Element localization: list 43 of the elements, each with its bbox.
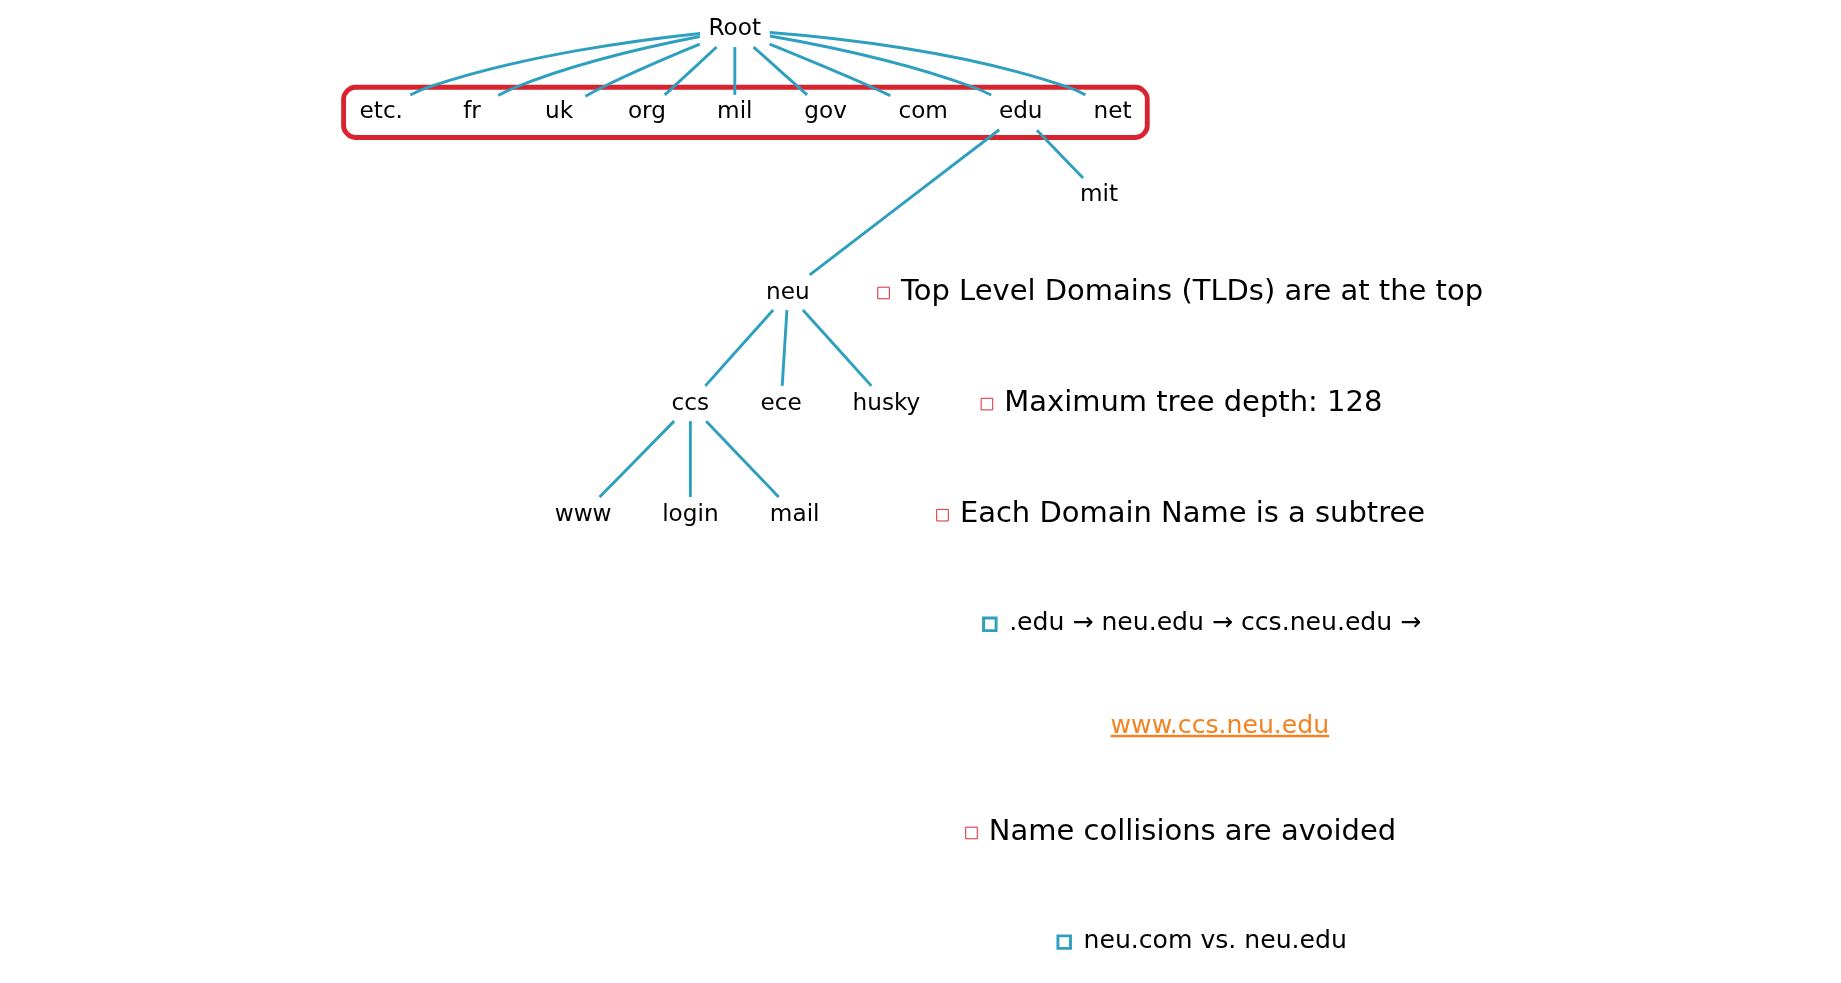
node-text: edu: [998, 96, 1043, 124]
label: Each Domain Name is a subtree: [959, 495, 1425, 530]
connector: [801, 309, 872, 387]
node-text: etc.: [359, 96, 403, 124]
connector: [497, 35, 700, 97]
connector: [769, 34, 992, 97]
connector: [769, 31, 1086, 97]
label: www.ccs.neu.edu: [1110, 709, 1329, 739]
connector: [584, 42, 700, 98]
connector: [704, 420, 780, 498]
connector: [598, 420, 675, 498]
node-text: login: [661, 498, 719, 526]
label: Maximum tree depth: 128: [1003, 384, 1382, 419]
node-text: mit: [1079, 179, 1118, 207]
node-text: com: [897, 96, 948, 124]
node-text: Root: [708, 13, 761, 41]
node-text: mil: [716, 96, 753, 124]
connector: [663, 46, 718, 96]
node-text: gov: [803, 96, 847, 124]
node-text: fr: [462, 96, 481, 124]
label: Name collisions are avoided: [988, 813, 1396, 848]
node-text: ccs: [671, 387, 709, 415]
connector: [409, 32, 700, 97]
label: .edu → neu.edu → ccs.neu.edu →: [1008, 607, 1421, 637]
connector: [752, 45, 808, 96]
label: Top Level Domains (TLDs) are at the top: [900, 273, 1483, 308]
node-text: neu: [765, 276, 810, 304]
connector: [732, 47, 736, 95]
connector: [808, 128, 1000, 277]
node-text: husky: [852, 387, 920, 415]
node-text: ece: [760, 387, 802, 415]
connector: [780, 309, 788, 386]
connector: [1035, 129, 1084, 179]
node-text: mail: [769, 498, 820, 526]
connector: [703, 309, 774, 387]
node-text: www: [554, 498, 612, 526]
connector: [688, 421, 692, 497]
label: neu.com vs. neu.edu: [1083, 925, 1347, 955]
node-text: uk: [544, 96, 573, 124]
cluster: [340, 84, 1150, 140]
node-text: org: [627, 96, 666, 124]
connector: [768, 42, 891, 97]
node-text: net: [1092, 96, 1132, 124]
